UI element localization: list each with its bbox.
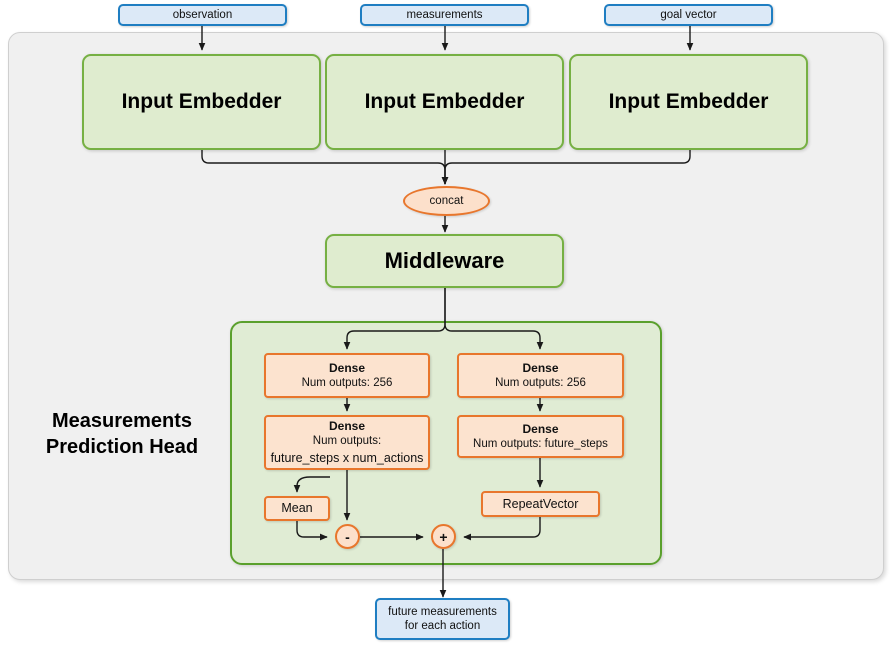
output-line1: future measurements <box>388 605 497 618</box>
right-dense-2-title: Dense <box>522 421 559 436</box>
left-dense-2-title: Dense <box>328 419 366 434</box>
right-dense-2-line1: Num outputs: future_steps <box>473 437 608 450</box>
right-dense-1-line1: Num outputs: 256 <box>495 376 586 389</box>
head-title: Measurements Prediction Head <box>22 408 222 460</box>
left-dense-2-line2: future_steps x num_actions <box>270 450 424 465</box>
subtract-op[interactable]: - <box>335 524 360 549</box>
right-dense-2[interactable]: Dense Num outputs: future_steps <box>457 415 624 458</box>
repeat-vector-label: RepeatVector <box>502 496 579 511</box>
input-embedder-1[interactable]: Input Embedder <box>82 54 321 150</box>
left-dense-1-title: Dense <box>328 360 366 375</box>
middleware-node[interactable]: Middleware <box>325 234 564 288</box>
input-embedder-2[interactable]: Input Embedder <box>325 54 564 150</box>
repeat-vector-node[interactable]: RepeatVector <box>481 491 600 517</box>
input-measurements[interactable]: measurements <box>360 4 529 26</box>
right-dense-1[interactable]: Dense Num outputs: 256 <box>457 353 624 398</box>
left-dense-1[interactable]: Dense Num outputs: 256 <box>264 353 430 398</box>
input-goal-vector[interactable]: goal vector <box>604 4 773 26</box>
left-dense-1-line1: Num outputs: 256 <box>301 376 393 389</box>
right-dense-1-title: Dense <box>522 360 559 375</box>
concat-node[interactable]: concat <box>403 186 490 216</box>
output-future-measurements[interactable]: future measurements for each action <box>375 598 510 640</box>
mean-node[interactable]: Mean <box>264 496 330 521</box>
input-embedder-3[interactable]: Input Embedder <box>569 54 808 150</box>
input-observation[interactable]: observation <box>118 4 287 26</box>
left-dense-2[interactable]: Dense Num outputs: future_steps x num_ac… <box>264 415 430 470</box>
head-title-line2: Prediction Head <box>45 436 199 458</box>
left-dense-2-line1: Num outputs: <box>312 435 382 448</box>
add-op[interactable]: + <box>431 524 456 549</box>
mean-label: Mean <box>281 501 313 516</box>
output-line2: for each action <box>404 620 481 632</box>
head-title-line1: Measurements <box>51 410 193 432</box>
